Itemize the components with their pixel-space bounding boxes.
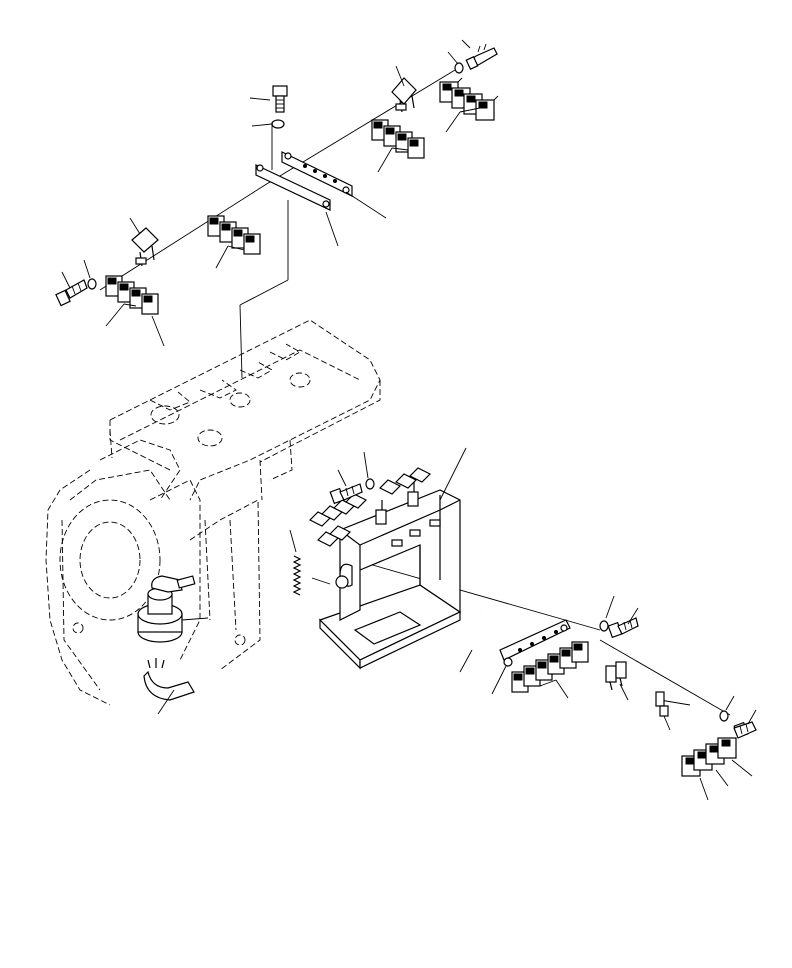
hose-coupler bbox=[137, 575, 209, 643]
spring bbox=[289, 529, 302, 596]
relay-mounting-plate-lower bbox=[491, 619, 571, 695]
bolt-top-right bbox=[465, 43, 498, 71]
relay-box-bracket bbox=[318, 489, 462, 670]
machine-frame-outline bbox=[45, 319, 381, 706]
washer-left bbox=[87, 278, 97, 290]
terminal-connector bbox=[655, 691, 671, 731]
washer-lower-right bbox=[599, 620, 609, 632]
bolt-upper-center bbox=[272, 85, 288, 113]
bolt-lower-right bbox=[607, 607, 639, 639]
u-bolt bbox=[459, 612, 495, 673]
bolt-left bbox=[55, 279, 88, 307]
leader-washer-lower-right bbox=[605, 595, 615, 619]
relay-cluster-left bbox=[105, 275, 159, 315]
leader-washer-far-right bbox=[725, 695, 735, 711]
washer-bracket-top bbox=[365, 478, 375, 490]
relay-mounting-plate-upper bbox=[255, 151, 353, 211]
washer-far-right bbox=[719, 710, 729, 722]
washer-top-right bbox=[454, 62, 464, 74]
relay-cluster-upper-left bbox=[207, 215, 261, 255]
bolt-bracket-top bbox=[329, 483, 363, 505]
leader-lines-middle bbox=[311, 447, 467, 585]
relay-cluster-bottom-right bbox=[681, 737, 753, 801]
relay-socket-small bbox=[605, 661, 629, 701]
relay-cluster-upper-right bbox=[439, 77, 499, 121]
relay-bracket-left bbox=[131, 227, 159, 267]
leader-lines-upper bbox=[61, 39, 481, 347]
washer-upper-center bbox=[271, 119, 285, 129]
wiring-clip bbox=[143, 658, 195, 715]
relay-cluster-upper-middle bbox=[371, 119, 425, 159]
relay-cluster-lower bbox=[511, 641, 589, 699]
relay-connectors-top bbox=[308, 467, 432, 547]
relay-bracket-upper bbox=[391, 77, 417, 113]
bolt-far-right bbox=[733, 709, 757, 739]
